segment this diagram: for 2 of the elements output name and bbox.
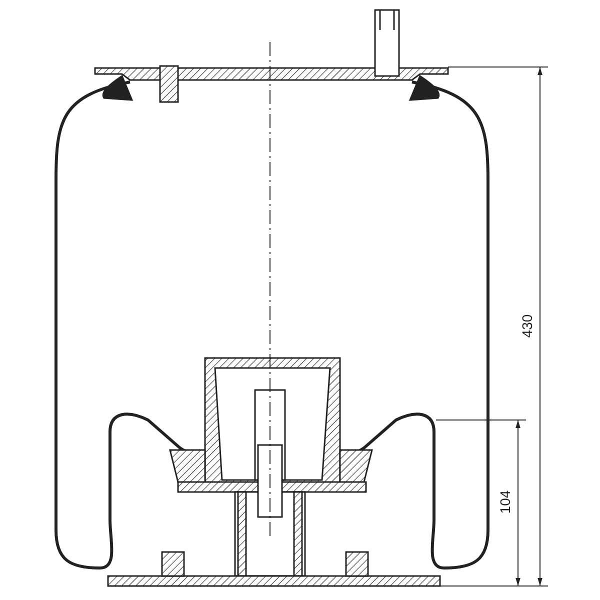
dimension-value: 430 (519, 314, 535, 338)
dimension-value: 104 (497, 490, 513, 514)
